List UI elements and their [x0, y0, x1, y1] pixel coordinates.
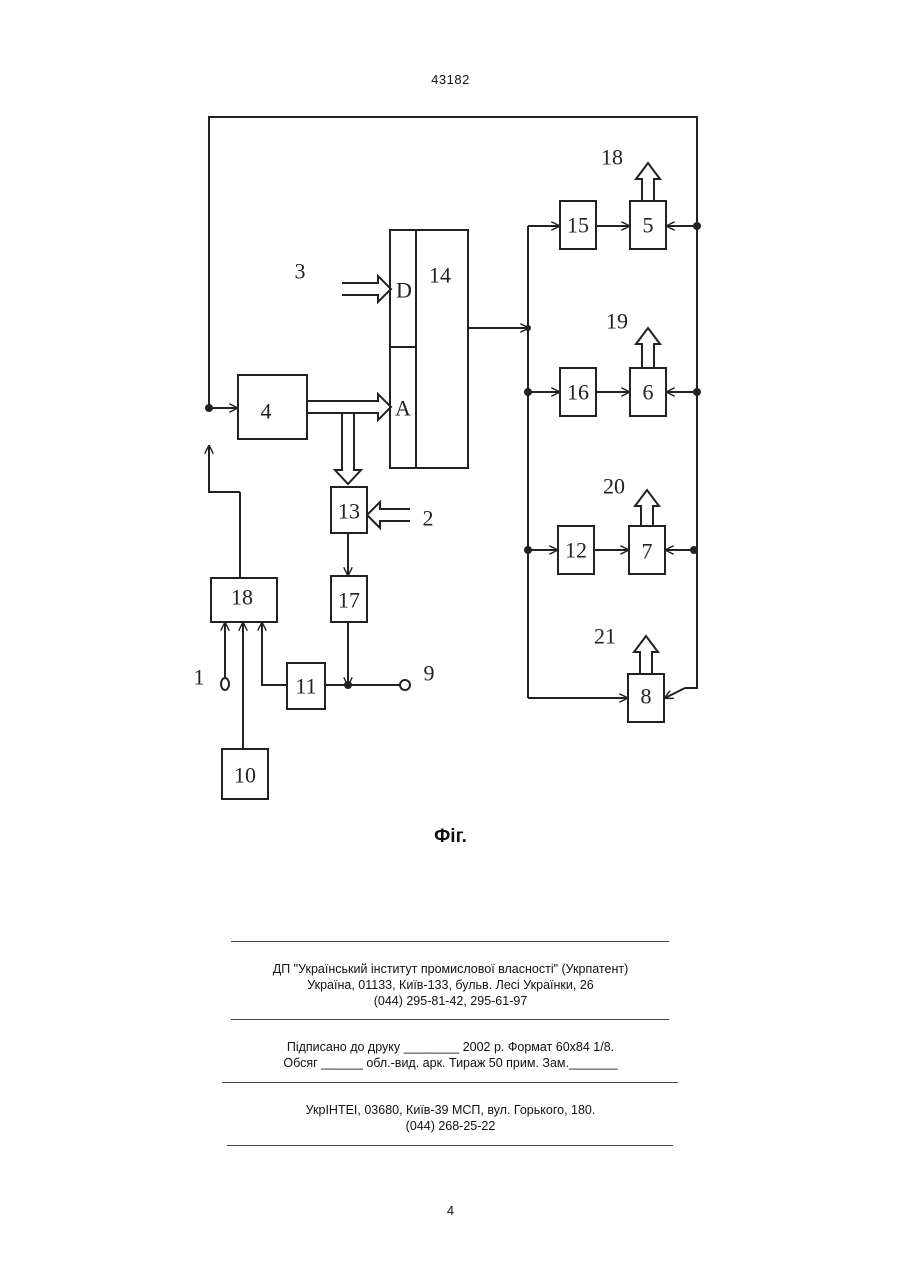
- label-9: 9: [424, 661, 435, 686]
- junction-rail-6: [693, 388, 701, 396]
- junction-bus-top: [525, 325, 531, 331]
- wire-rail-8: [665, 688, 685, 698]
- output-19-arrow: [636, 328, 660, 368]
- bus-4-to-A: [307, 394, 391, 420]
- print-signed-format: Підписано до друку ________ 2002 р. Форм…: [0, 1039, 901, 1055]
- publisher-name: ДП "Український інститут промислової вла…: [0, 961, 901, 977]
- feedback-line-top: [209, 117, 697, 688]
- wire-11-18: [262, 623, 287, 685]
- junction-rail-7: [690, 546, 698, 554]
- junction-left: [205, 404, 213, 412]
- printer-phone: (044) 268-25-22: [0, 1118, 901, 1134]
- block-11-label: 11: [295, 674, 316, 699]
- terminal-9: [400, 680, 410, 690]
- block-4: [238, 375, 307, 439]
- divider-1: [231, 941, 669, 942]
- wire-to-junction: [209, 446, 240, 492]
- junction-node-9: [344, 681, 352, 689]
- block-18-label: 18: [231, 585, 253, 610]
- block-8-label: 8: [641, 684, 652, 709]
- block-6-label: 6: [643, 380, 654, 405]
- printer-block: УкрІНТЕІ, 03680, Київ-39 МСП, вул. Горьк…: [0, 1102, 901, 1134]
- junction-rail-5: [693, 222, 701, 230]
- block-4-label: 4: [261, 399, 272, 424]
- block-10-label: 10: [234, 763, 256, 788]
- block-14-label: 14: [429, 263, 451, 288]
- block-7-label: 7: [642, 539, 653, 564]
- label-19-output: 19: [606, 309, 628, 334]
- bus-3-to-D: [342, 276, 391, 302]
- print-volume-run: Обсяг ______ обл.-вид. арк. Тираж 50 при…: [0, 1055, 901, 1071]
- printer-address: УкрІНТЕІ, 03680, Київ-39 МСП, вул. Горьк…: [0, 1102, 901, 1118]
- label-3: 3: [295, 259, 306, 284]
- block-5-label: 5: [643, 213, 654, 238]
- publisher-address: Україна, 01133, Київ-133, бульв. Лесі Ук…: [0, 977, 901, 993]
- publisher-block: ДП "Український інститут промислової вла…: [0, 961, 901, 1009]
- label-18-output: 18: [601, 145, 623, 170]
- publisher-phone: (044) 295-81-42, 295-61-97: [0, 993, 901, 1009]
- block-13-label: 13: [338, 499, 360, 524]
- divider-3: [222, 1082, 678, 1083]
- bus-4-to-13: [335, 413, 361, 484]
- figure-caption: Фіг.: [0, 826, 901, 848]
- divider-2: [231, 1019, 669, 1020]
- block-diagram: 4 14 D A 13 17 18 11 10 15 5 16 6 12 7 8…: [0, 0, 901, 820]
- label-21-output: 21: [594, 624, 616, 649]
- output-20-arrow: [635, 490, 659, 526]
- label-1: 1: [194, 665, 205, 690]
- block-12-label: 12: [565, 538, 587, 563]
- junction-bus-12: [524, 546, 532, 554]
- divider-4: [227, 1145, 673, 1146]
- block-15-label: 15: [567, 213, 589, 238]
- output-21-arrow: [634, 636, 658, 674]
- label-2: 2: [423, 506, 434, 531]
- block-16-label: 16: [567, 380, 589, 405]
- port-a-label: A: [395, 396, 411, 421]
- block-17-label: 17: [338, 588, 360, 613]
- print-info-block: Підписано до друку ________ 2002 р. Форм…: [0, 1039, 901, 1071]
- label-20-output: 20: [603, 474, 625, 499]
- output-18-arrow: [636, 163, 660, 201]
- bus-2-to-13: [367, 502, 410, 528]
- port-d-label: D: [396, 278, 412, 303]
- junction-bus-16: [524, 388, 532, 396]
- page-number: 4: [0, 1203, 901, 1218]
- terminal-1: [221, 678, 229, 690]
